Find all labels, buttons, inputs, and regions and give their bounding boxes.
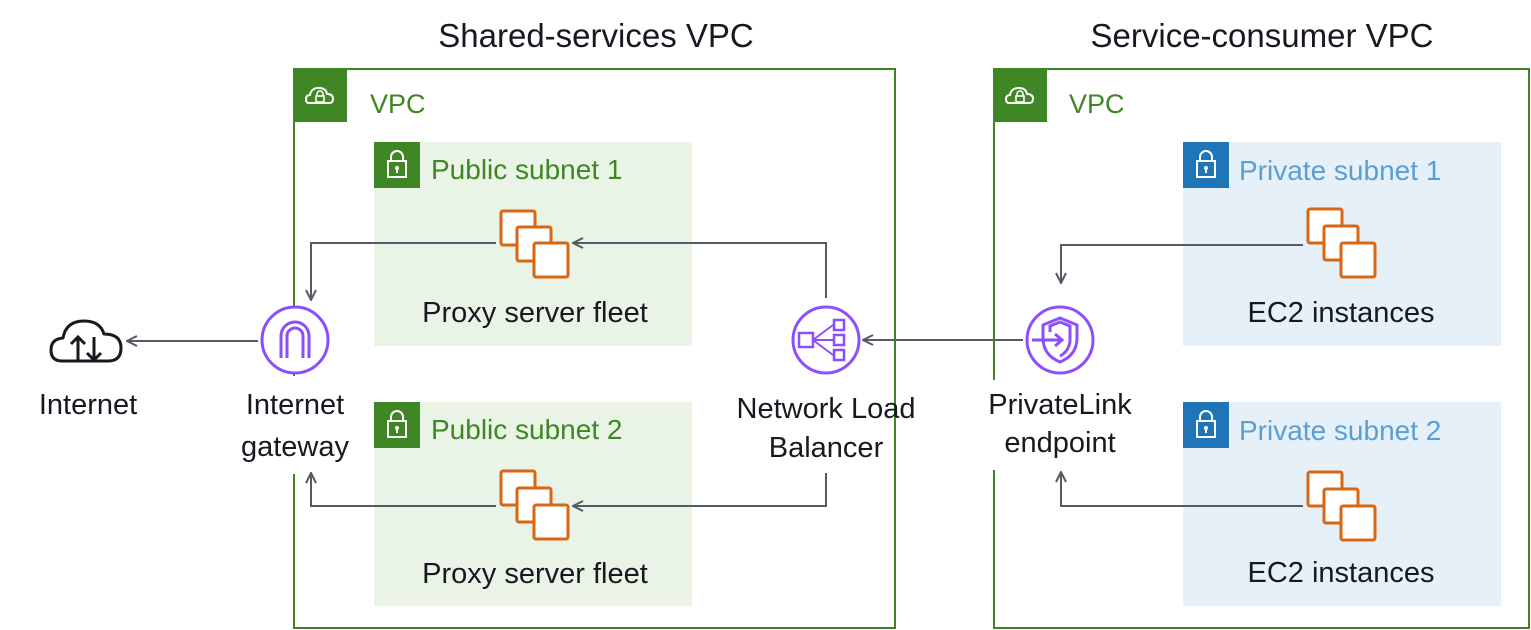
arrow-nlb-to-proxy-1 [573, 243, 827, 298]
shared-vpc: VPC Public subnet 1 Proxy server fleet [226, 68, 916, 629]
internet-gateway-label-line2: gateway [241, 431, 350, 463]
consumer-vpc-label: VPC [1069, 89, 1125, 119]
proxy-fleet-1-label: Proxy server fleet [422, 297, 648, 329]
vpc-cloud-lock-icon [294, 69, 347, 122]
shared-vpc-title: Shared-services VPC [438, 17, 753, 54]
arrow-ec2-2-to-endpoint [1061, 472, 1303, 507]
consumer-vpc: VPC Private subnet 1 EC2 instances [966, 68, 1530, 629]
padlock-icon [1183, 142, 1229, 188]
privatelink-endpoint-icon [1025, 305, 1095, 375]
connectors [127, 243, 1303, 506]
private-subnet-1-label: Private subnet 1 [1239, 155, 1441, 186]
ec2-instances-1-label: EC2 instances [1248, 297, 1435, 329]
private-subnet-2-label: Private subnet 2 [1239, 415, 1441, 446]
network-load-balancer: Network Load Balancer [737, 305, 916, 464]
nlb-label-line2: Balancer [769, 432, 884, 464]
consumer-vpc-title: Service-consumer VPC [1091, 17, 1434, 54]
vpc-cloud-lock-icon [994, 69, 1047, 122]
internet: Internet [39, 319, 137, 421]
padlock-icon [374, 402, 420, 448]
internet-gateway-icon [260, 305, 330, 375]
arrow-ec2-1-to-endpoint [1061, 244, 1303, 283]
ec2-instances-2-label: EC2 instances [1248, 557, 1435, 589]
endpoint-label-line2: endpoint [1004, 427, 1115, 459]
proxy-fleet-2-label: Proxy server fleet [422, 558, 648, 590]
padlock-icon [374, 142, 420, 188]
public-subnet-2: Public subnet 2 Proxy server fleet [374, 402, 692, 606]
network-load-balancer-icon [791, 305, 861, 375]
ec2-instances-icon [1306, 207, 1377, 279]
internet-gateway-label-line1: Internet [246, 389, 344, 421]
arrow-proxy-2-to-igw [311, 473, 496, 507]
padlock-icon [1183, 402, 1229, 448]
privatelink-endpoint: PrivateLink endpoint [966, 305, 1156, 470]
arrow-nlb-to-proxy-2 [573, 473, 827, 506]
public-subnet-1-label: Public subnet 1 [431, 154, 622, 185]
arrow-proxy-1-to-igw [311, 242, 496, 300]
shared-vpc-label: VPC [370, 89, 426, 119]
ec2-instances-icon [499, 469, 570, 541]
ec2-instances-icon [499, 209, 570, 279]
internet-label: Internet [39, 389, 137, 421]
internet-cloud-icon [49, 319, 123, 363]
internet-gateway: Internet gateway [226, 305, 364, 474]
public-subnet-2-label: Public subnet 2 [431, 414, 622, 445]
private-subnet-2: Private subnet 2 EC2 instances [1183, 402, 1501, 606]
nlb-label-line1: Network Load [737, 393, 916, 425]
endpoint-label-line1: PrivateLink [988, 389, 1132, 421]
ec2-instances-icon [1306, 470, 1377, 542]
